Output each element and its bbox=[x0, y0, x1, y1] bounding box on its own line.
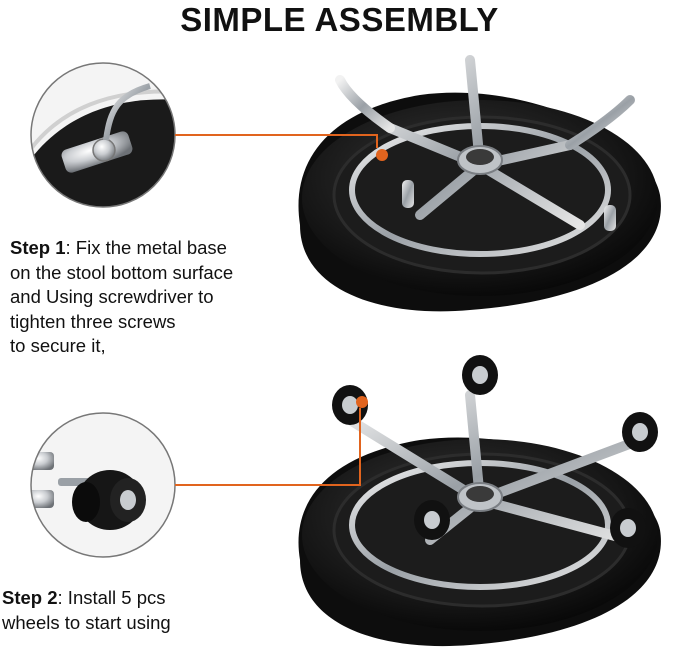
stool-base-step2 bbox=[298, 355, 661, 647]
step-2-text: Step 2: Install 5 pcs wheels to start us… bbox=[2, 587, 171, 633]
step-1-label: Step 1 bbox=[10, 237, 66, 258]
caster-wheel bbox=[414, 500, 450, 540]
leader-line-step2 bbox=[175, 408, 361, 486]
detail-callout-screw bbox=[30, 62, 176, 208]
caster-wheel bbox=[622, 412, 658, 452]
caster-wheel bbox=[462, 355, 498, 395]
page-title: SIMPLE ASSEMBLY bbox=[180, 1, 499, 38]
stool-base-step1 bbox=[298, 55, 661, 312]
caster-wheel bbox=[610, 508, 646, 548]
step-2-label: Step 2 bbox=[2, 587, 58, 608]
step-1-text: Step 1: Fix the metal base on the stool … bbox=[10, 237, 234, 356]
leader-line-step1 bbox=[175, 134, 378, 148]
detail-callout-wheel bbox=[30, 412, 176, 558]
